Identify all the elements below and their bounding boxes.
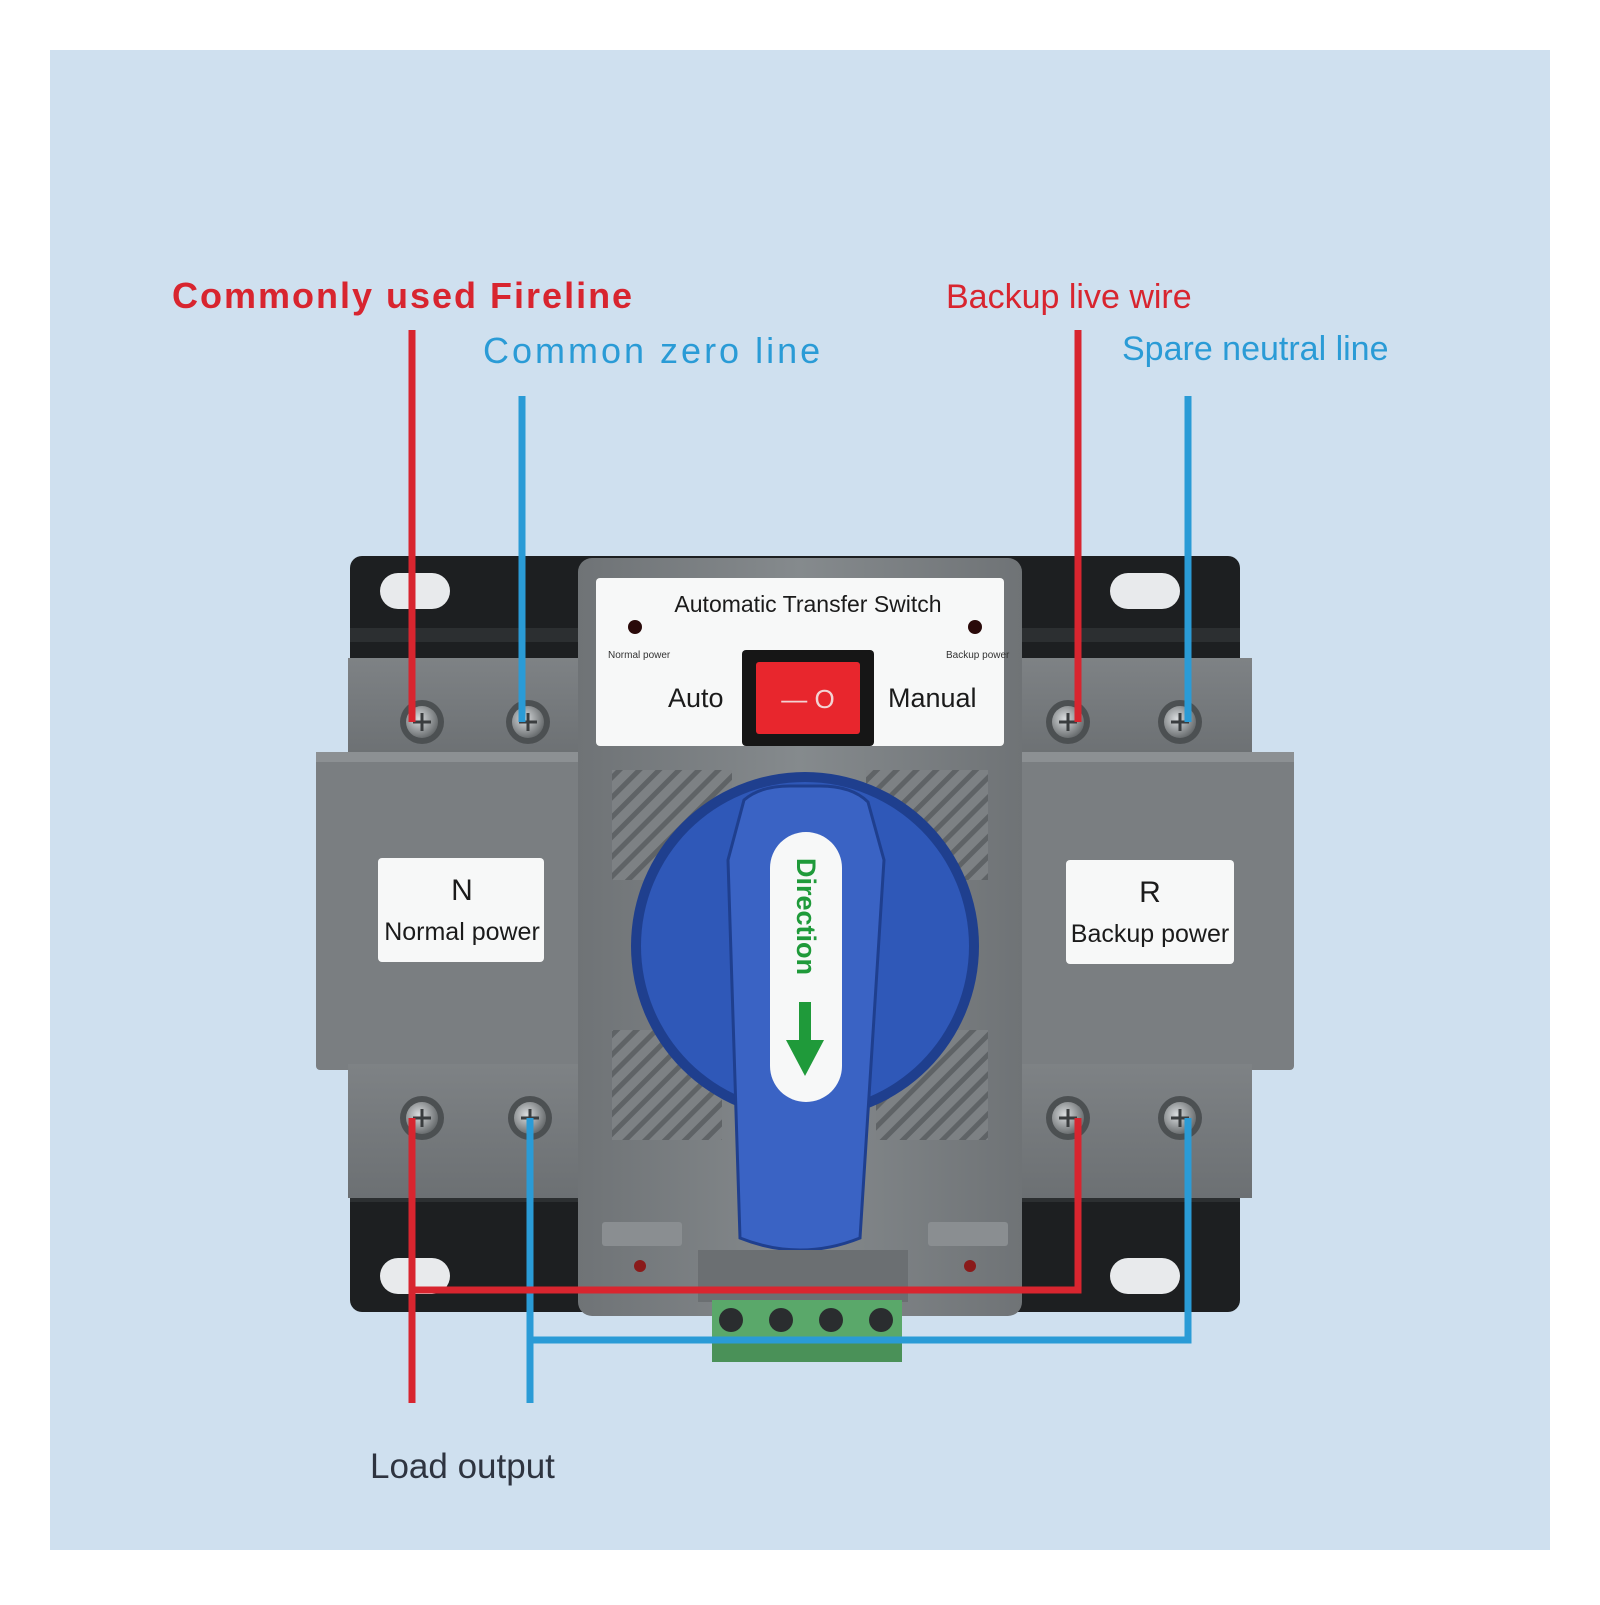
backup-power-led-icon [968,620,982,634]
device-title: Automatic Transfer Switch [674,591,941,617]
screw-terminal-icon [819,1308,843,1332]
screw-terminal-icon [1046,1096,1090,1140]
auto-manual-rocker-switch[interactable]: — O [742,650,874,746]
rotary-handle[interactable]: Direction [631,772,979,1252]
mounting-slot [1110,1258,1180,1294]
label-load-output: Load output [370,1447,555,1486]
normal-plate-text: Normal power [384,918,540,946]
screw-terminal-icon [1046,700,1090,744]
screw-terminal-icon [400,1096,444,1140]
mode-manual-label: Manual [888,683,977,713]
normal-plate-letter: N [451,874,473,907]
backup-plate-letter: R [1139,876,1161,909]
led-indicator-icon [634,1260,646,1272]
normal-power-led-icon [628,620,642,634]
mode-auto-label: Auto [668,683,724,713]
indicator-right-label: Backup power [946,650,1010,661]
control-terminal-block [698,1250,908,1362]
mounting-slot [1110,573,1180,609]
screw-terminal-icon [769,1308,793,1332]
down-arrow-icon [786,1002,824,1076]
embossed-mark [602,1222,682,1246]
screw-terminal-icon [1158,1096,1202,1140]
wiring [408,330,1192,1403]
screw-terminal-icon [1158,700,1202,744]
backup-power-plate: R Backup power [1066,860,1234,964]
normal-power-plate: N Normal power [378,858,544,962]
screw-terminal-icon [400,700,444,744]
embossed-mark [928,1222,1008,1246]
control-live-wire [412,1118,1082,1294]
backup-plate-text: Backup power [1071,920,1229,948]
rocker-symbol: — O [781,684,834,714]
screw-terminal-icon [506,700,550,744]
label-normal-live: Commonly used Fireline [172,275,634,316]
led-indicator-icon [964,1260,976,1272]
label-backup-live: Backup live wire [946,278,1192,316]
label-normal-neutral: Common zero line [483,330,823,371]
right-breaker-module [1010,658,1294,1198]
handle-direction-text: Direction [791,858,821,975]
screw-terminal-icon [869,1308,893,1332]
screw-terminal-icon [719,1308,743,1332]
control-neutral-wire [530,1118,1192,1344]
label-backup-neutral: Spare neutral line [1122,330,1389,368]
indicator-left-label: Normal power [608,650,671,661]
